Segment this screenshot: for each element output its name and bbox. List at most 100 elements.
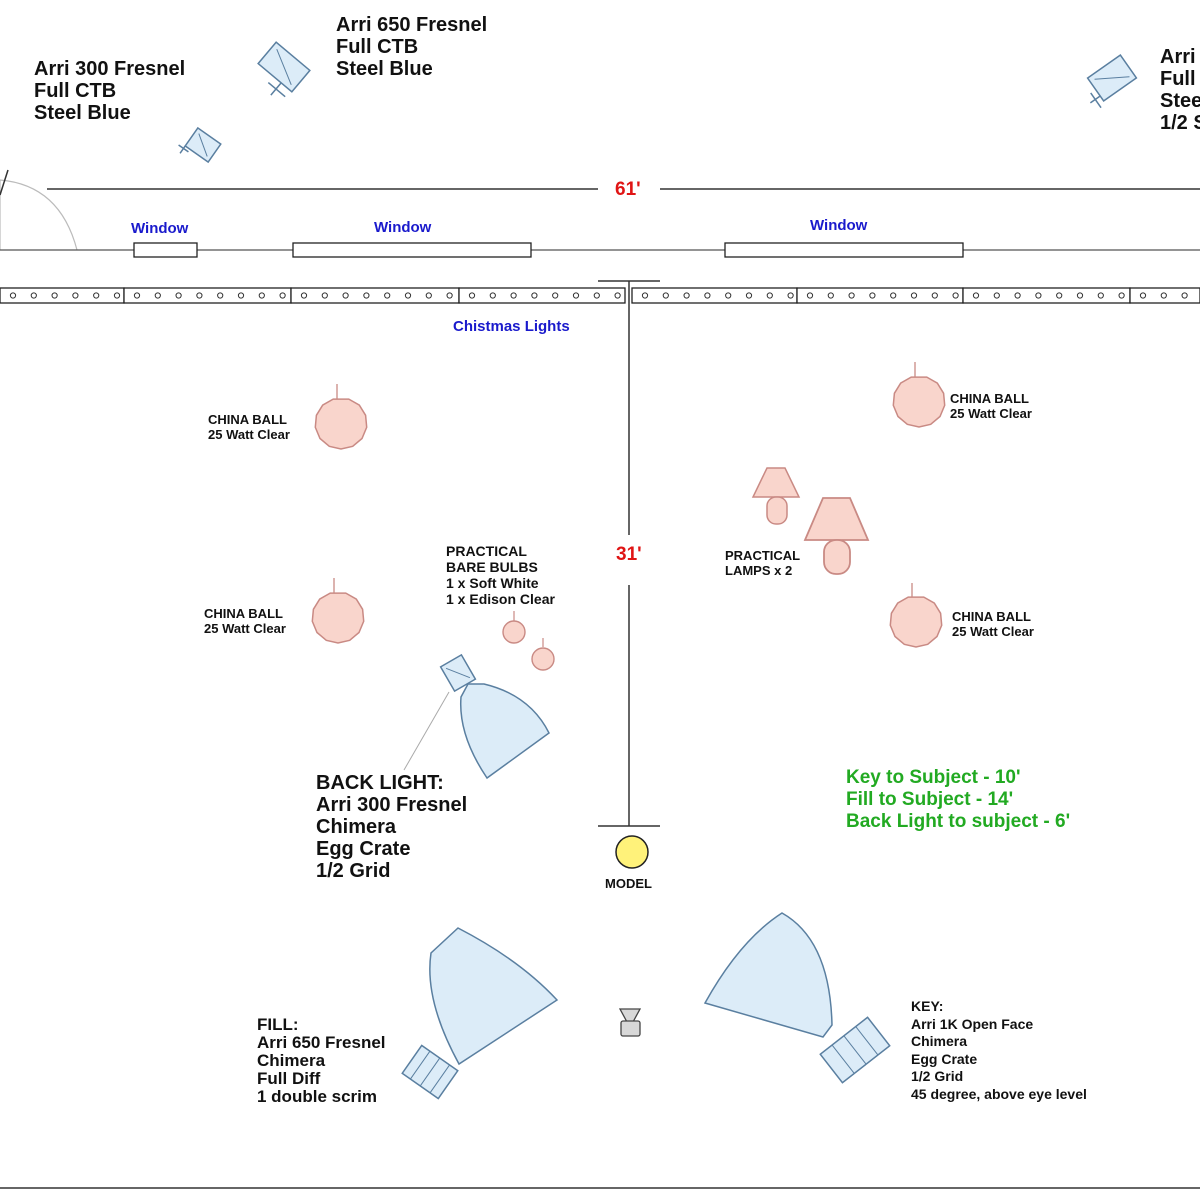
christmas-bulb — [468, 292, 476, 299]
christmas-bulb — [217, 292, 224, 299]
window-label-2: Window — [374, 219, 432, 236]
christmas-bulb — [1056, 292, 1063, 299]
christmas-light-segment — [290, 287, 460, 304]
model-label: MODEL — [605, 876, 652, 891]
back-light-unit — [403, 653, 550, 780]
christmas-bulb — [342, 292, 349, 299]
christmas-bulb — [572, 292, 580, 299]
christmas-bulb — [510, 292, 517, 299]
christmas-bulb — [300, 292, 308, 299]
christmas-bulb — [154, 292, 161, 299]
christmas-bulb — [869, 292, 876, 299]
china-ball-2 — [311, 578, 365, 644]
bare-bulbs — [502, 611, 555, 671]
christmas-bulb — [489, 292, 496, 299]
christmas-bulb — [806, 292, 814, 299]
christmas-bulb — [404, 292, 412, 299]
christmas-bulb — [952, 292, 959, 299]
china-ball-label-4: CHINA BALL 25 Watt Clear — [952, 609, 1034, 639]
depth-dimension-label: 31' — [616, 544, 642, 565]
christmas-bulb — [787, 292, 794, 299]
christmas-bulb — [931, 292, 938, 299]
christmas-lights-label: Chistmas Lights — [453, 318, 570, 335]
christmas-bulb — [1160, 292, 1167, 299]
christmas-light-segment — [123, 287, 292, 304]
practical-lamp-large — [803, 497, 870, 575]
christmas-bulb — [531, 292, 538, 299]
christmas-bulb — [683, 292, 690, 299]
label-fresnel-top-left: Arri 300 Fresnel Full CTB Steel Blue — [34, 58, 186, 124]
christmas-bulb — [890, 292, 897, 299]
christmas-bulb — [910, 292, 918, 299]
fresnel-arri-300-top-left — [178, 126, 222, 164]
window-label-3: Window — [810, 217, 868, 234]
christmas-bulb — [827, 292, 834, 299]
christmas-bulb — [1181, 292, 1188, 299]
christmas-bulb — [1118, 292, 1125, 299]
christmas-bulb — [1014, 292, 1021, 299]
christmas-bulb — [72, 292, 79, 299]
wall — [0, 242, 1200, 258]
depth-dimension-line — [598, 280, 660, 827]
window-2 — [292, 242, 532, 258]
christmas-bulb — [1076, 292, 1084, 299]
fill-light-unit — [401, 927, 559, 1100]
christmas-bulb — [9, 292, 17, 299]
christmas-bulb — [662, 292, 669, 299]
christmas-bulb — [704, 292, 711, 299]
christmas-bulb — [384, 292, 391, 299]
fresnel-arri-650-top-center — [257, 41, 311, 98]
key-light-label: KEY: Arri 1K Open Face Chimera Egg Crate… — [911, 998, 1087, 1102]
christmas-lights-strip — [0, 287, 1200, 304]
window-label-1: Window — [131, 220, 189, 237]
christmas-bulb — [196, 292, 203, 299]
christmas-bulb — [745, 292, 753, 299]
christmas-bulb — [1097, 292, 1104, 299]
christmas-bulb — [848, 292, 855, 299]
christmas-light-segment — [0, 287, 125, 304]
christmas-bulb — [641, 292, 649, 299]
christmas-bulb — [30, 292, 37, 299]
christmas-light-segment — [796, 287, 964, 304]
label-fresnel-top-right: Arri Full Stee 1/2 S — [1160, 46, 1200, 134]
christmas-bulb — [51, 292, 58, 299]
china-ball-label-2: CHINA BALL 25 Watt Clear — [204, 606, 286, 636]
christmas-bulb — [1035, 292, 1042, 299]
bare-bulbs-label: PRACTICAL BARE BULBS 1 x Soft White 1 x … — [446, 543, 555, 607]
christmas-bulb — [614, 292, 621, 299]
christmas-bulb — [725, 292, 732, 299]
christmas-bulb — [972, 292, 980, 299]
christmas-bulb — [993, 292, 1000, 299]
door — [0, 169, 78, 251]
christmas-bulb — [279, 292, 286, 299]
key-light-unit — [703, 912, 891, 1084]
window-3 — [724, 242, 964, 258]
window-1 — [133, 242, 198, 258]
christmas-bulb — [175, 292, 182, 299]
christmas-bulb — [1139, 292, 1147, 299]
christmas-bulb — [425, 292, 432, 299]
christmas-bulb — [237, 292, 245, 299]
christmas-bulb — [552, 292, 559, 299]
christmas-bulb — [363, 292, 370, 299]
fresnel-top-right — [1086, 54, 1138, 109]
practical-lamp-small — [751, 467, 801, 525]
christmas-bulb — [133, 292, 141, 299]
christmas-light-segment — [962, 287, 1131, 304]
christmas-bulb — [446, 292, 453, 299]
china-ball-label-1: CHINA BALL 25 Watt Clear — [208, 412, 290, 442]
christmas-bulb — [766, 292, 773, 299]
china-ball-3 — [892, 362, 946, 428]
label-fresnel-top-center: Arri 650 Fresnel Full CTB Steel Blue — [336, 14, 488, 80]
china-ball-label-3: CHINA BALL 25 Watt Clear — [950, 391, 1032, 421]
christmas-bulb — [593, 292, 600, 299]
china-ball-4 — [889, 583, 943, 648]
back-light-label: BACK LIGHT: Arri 300 Fresnel Chimera Egg… — [316, 772, 468, 882]
camera-icon — [618, 1008, 642, 1037]
practical-lamps-label: PRACTICAL LAMPS x 2 — [725, 548, 801, 578]
china-ball-1 — [314, 384, 368, 450]
christmas-light-segment — [458, 287, 626, 304]
width-dimension-label: 61' — [615, 179, 641, 200]
fill-light-label: FILL: Arri 650 Fresnel Chimera Full Diff… — [257, 1015, 386, 1106]
